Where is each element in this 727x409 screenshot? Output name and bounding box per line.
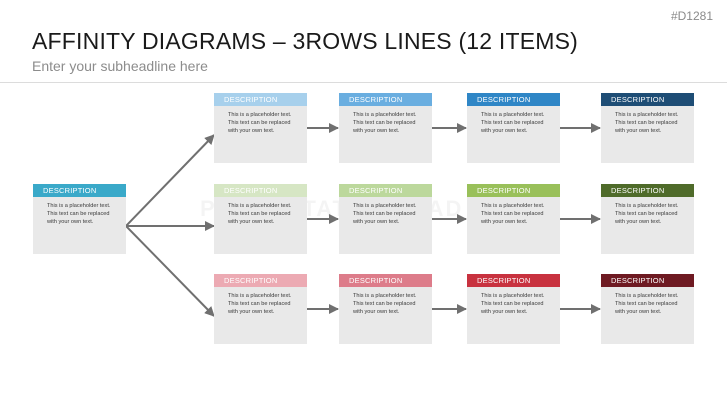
description-card-label: DESCRIPTION [601,274,694,287]
description-card-text: This is a placeholder text. This text ca… [481,112,545,134]
description-card-label: DESCRIPTION [214,93,307,106]
description-card-label: DESCRIPTION [467,93,560,106]
slide-subtitle: Enter your subheadline here [32,58,208,74]
description-card-text: This is a placeholder text. This text ca… [615,293,679,315]
fan-out-arrow [125,225,215,317]
description-card[interactable]: DESCRIPTION This is a placeholder text. T… [339,274,432,344]
description-card-text: This is a placeholder text. This text ca… [228,293,292,315]
description-card[interactable]: DESCRIPTION This is a placeholder text. T… [339,184,432,254]
source-card-text: This is a placeholder text. This text ca… [47,203,111,225]
source-card[interactable]: DESCRIPTION This is a placeholder text. … [33,184,126,254]
description-card-text: This is a placeholder text. This text ca… [353,112,417,134]
description-card-label: DESCRIPTION [601,93,694,106]
description-card-text: This is a placeholder text. This text ca… [615,112,679,134]
description-card[interactable]: DESCRIPTION This is a placeholder text. T… [214,184,307,254]
description-card-text: This is a placeholder text. This text ca… [228,112,292,134]
description-card-text: This is a placeholder text. This text ca… [615,203,679,225]
description-card-label: DESCRIPTION [339,184,432,197]
description-card[interactable]: DESCRIPTION This is a placeholder text. T… [214,274,307,344]
description-card-label: DESCRIPTION [339,93,432,106]
description-card-label: DESCRIPTION [214,274,307,287]
description-card[interactable]: DESCRIPTION This is a placeholder text. T… [467,274,560,344]
description-card-label: DESCRIPTION [339,274,432,287]
description-card[interactable]: DESCRIPTION This is a placeholder text. T… [601,93,694,163]
description-card-text: This is a placeholder text. This text ca… [481,203,545,225]
description-card-label: DESCRIPTION [467,184,560,197]
description-card-text: This is a placeholder text. This text ca… [228,203,292,225]
description-card[interactable]: DESCRIPTION This is a placeholder text. T… [467,93,560,163]
title-divider [0,82,727,83]
description-card-label: DESCRIPTION [601,184,694,197]
fan-out-arrow [125,134,215,227]
description-card-text: This is a placeholder text. This text ca… [481,293,545,315]
description-card-text: This is a placeholder text. This text ca… [353,293,417,315]
slide-code: #D1281 [670,9,713,23]
description-card[interactable]: DESCRIPTION This is a placeholder text. T… [601,184,694,254]
description-card[interactable]: DESCRIPTION This is a placeholder text. T… [467,184,560,254]
slide-title: AFFINITY DIAGRAMS – 3ROWS LINES (12 ITEM… [32,28,579,54]
description-card-text: This is a placeholder text. This text ca… [353,203,417,225]
source-card-label: DESCRIPTION [33,184,126,197]
description-card[interactable]: DESCRIPTION This is a placeholder text. T… [214,93,307,163]
description-card-label: DESCRIPTION [467,274,560,287]
description-card-label: DESCRIPTION [214,184,307,197]
description-card[interactable]: DESCRIPTION This is a placeholder text. T… [339,93,432,163]
description-card[interactable]: DESCRIPTION This is a placeholder text. T… [601,274,694,344]
